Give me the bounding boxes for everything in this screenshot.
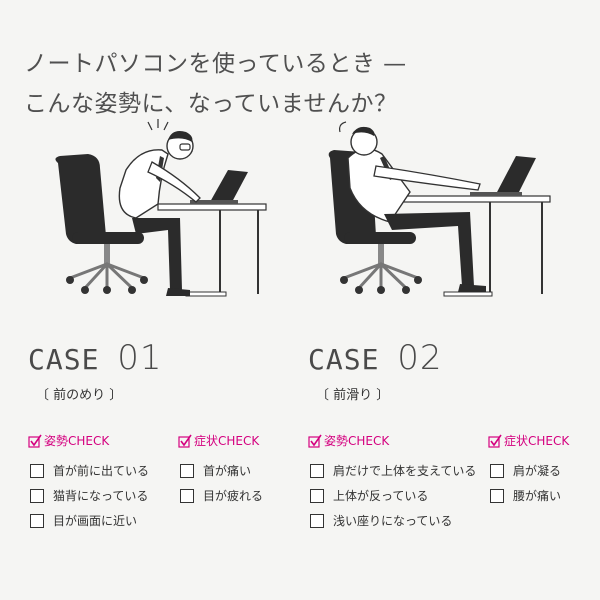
- headline-line-2: こんな姿勢に、なっていませんか？: [24, 91, 398, 117]
- case-01-posture-item[interactable]: 首が前に出ている: [30, 462, 149, 479]
- check-icon: [308, 434, 322, 448]
- check-icon: [28, 434, 42, 448]
- case-02-symptom-item[interactable]: 腰が痛い: [490, 487, 561, 504]
- checkbox[interactable]: [30, 488, 44, 503]
- case-01-posture-item[interactable]: 目が画面に近い: [30, 512, 137, 529]
- checkbox[interactable]: [30, 463, 44, 478]
- case-02-label: CASE: [308, 343, 380, 376]
- case-01-number: 01: [117, 338, 163, 378]
- checkbox[interactable]: [310, 463, 324, 478]
- case-02-subtitle: 〔 前滑り 〕: [316, 388, 390, 403]
- checkbox[interactable]: [30, 513, 44, 528]
- case-02-number: 02: [397, 338, 443, 378]
- case-02-symptom-check-title: 症状CHECK: [488, 432, 569, 449]
- case-02-symptom-item[interactable]: 肩が凝る: [490, 462, 561, 479]
- checkbox[interactable]: [310, 488, 324, 503]
- case-02-title: CASE 02: [308, 338, 443, 378]
- headline-line-1: ノートパソコンを使っているとき —: [24, 51, 407, 77]
- case-02-posture-item[interactable]: 上体が反っている: [310, 487, 428, 504]
- case-01-title: CASE 01: [28, 338, 163, 378]
- checkbox[interactable]: [310, 513, 324, 528]
- checkbox[interactable]: [180, 463, 194, 478]
- case-01-posture-check-title: 姿勢CHECK: [28, 432, 109, 449]
- checkbox[interactable]: [490, 488, 504, 503]
- case-01-symptom-item[interactable]: 首が痛い: [180, 462, 251, 479]
- case-02-posture-check-title: 姿勢CHECK: [308, 432, 389, 449]
- checkbox[interactable]: [490, 463, 504, 478]
- case-01-posture-item[interactable]: 猫背になっている: [30, 487, 148, 504]
- case-01-label: CASE: [28, 343, 100, 376]
- case-01-symptom-check-title: 症状CHECK: [178, 432, 259, 449]
- illustration-case-01-leaning-forward: [55, 119, 267, 297]
- case-02-posture-item[interactable]: 肩だけで上体を支えている: [310, 462, 476, 479]
- case-01-symptom-item[interactable]: 目が疲れる: [180, 487, 263, 504]
- checkbox[interactable]: [180, 488, 194, 503]
- headline: ノートパソコンを使っているとき — こんな姿勢に、なっていませんか？: [24, 44, 407, 124]
- illustration-case-02-slouching: [328, 121, 551, 297]
- check-icon: [178, 434, 192, 448]
- case-02-posture-item[interactable]: 浅い座りになっている: [310, 512, 452, 529]
- case-01-subtitle: 〔 前のめり 〕: [36, 388, 123, 403]
- check-icon: [488, 434, 502, 448]
